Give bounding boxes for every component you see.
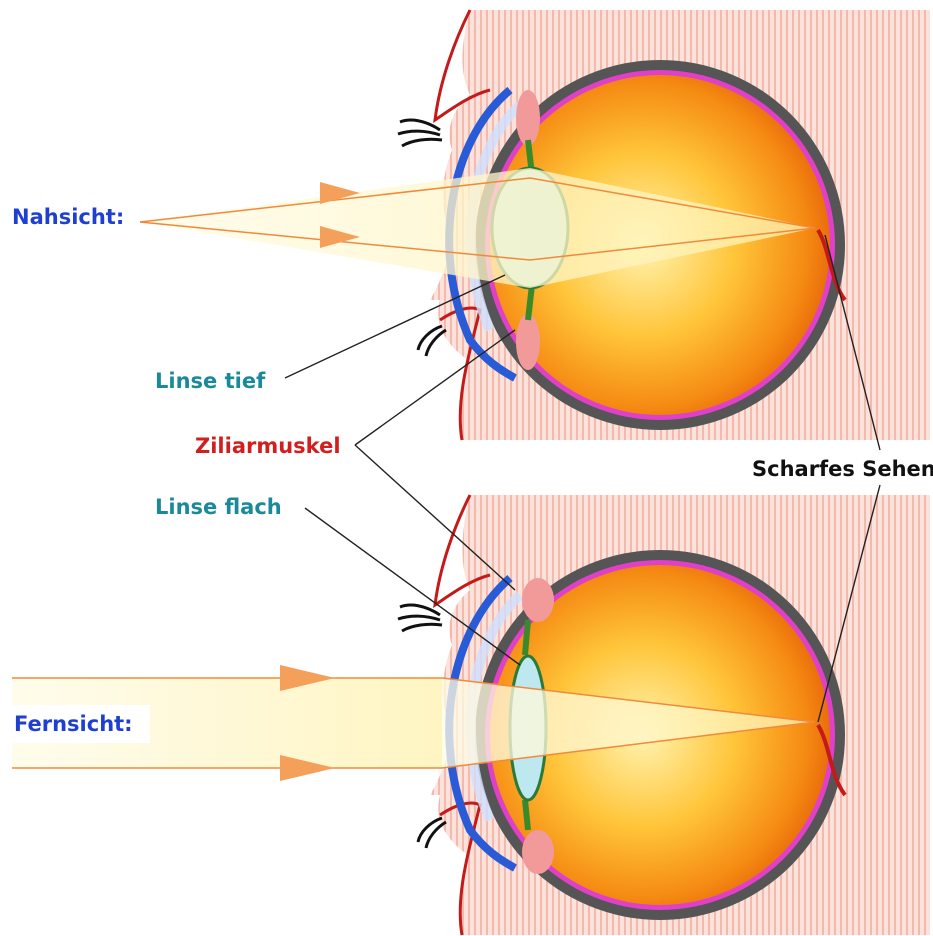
ciliary-muscle-upper-bottom	[522, 578, 554, 622]
label-fernsicht: Fernsicht:	[14, 712, 133, 736]
far-vision-eye	[10, 495, 930, 935]
ciliary-muscle-lower-bottom	[522, 830, 554, 874]
label-ziliarmuskel: Ziliarmuskel	[195, 434, 341, 458]
ciliary-muscle-lower-top	[516, 314, 540, 370]
label-linse-flach: Linse flach	[155, 495, 282, 519]
label-nahsicht: Nahsicht:	[12, 205, 124, 229]
ciliary-muscle-upper-top	[516, 90, 540, 146]
label-scharfes-sehen: Scharfes Sehen	[752, 457, 933, 481]
label-linse-tief: Linse tief	[155, 369, 266, 393]
